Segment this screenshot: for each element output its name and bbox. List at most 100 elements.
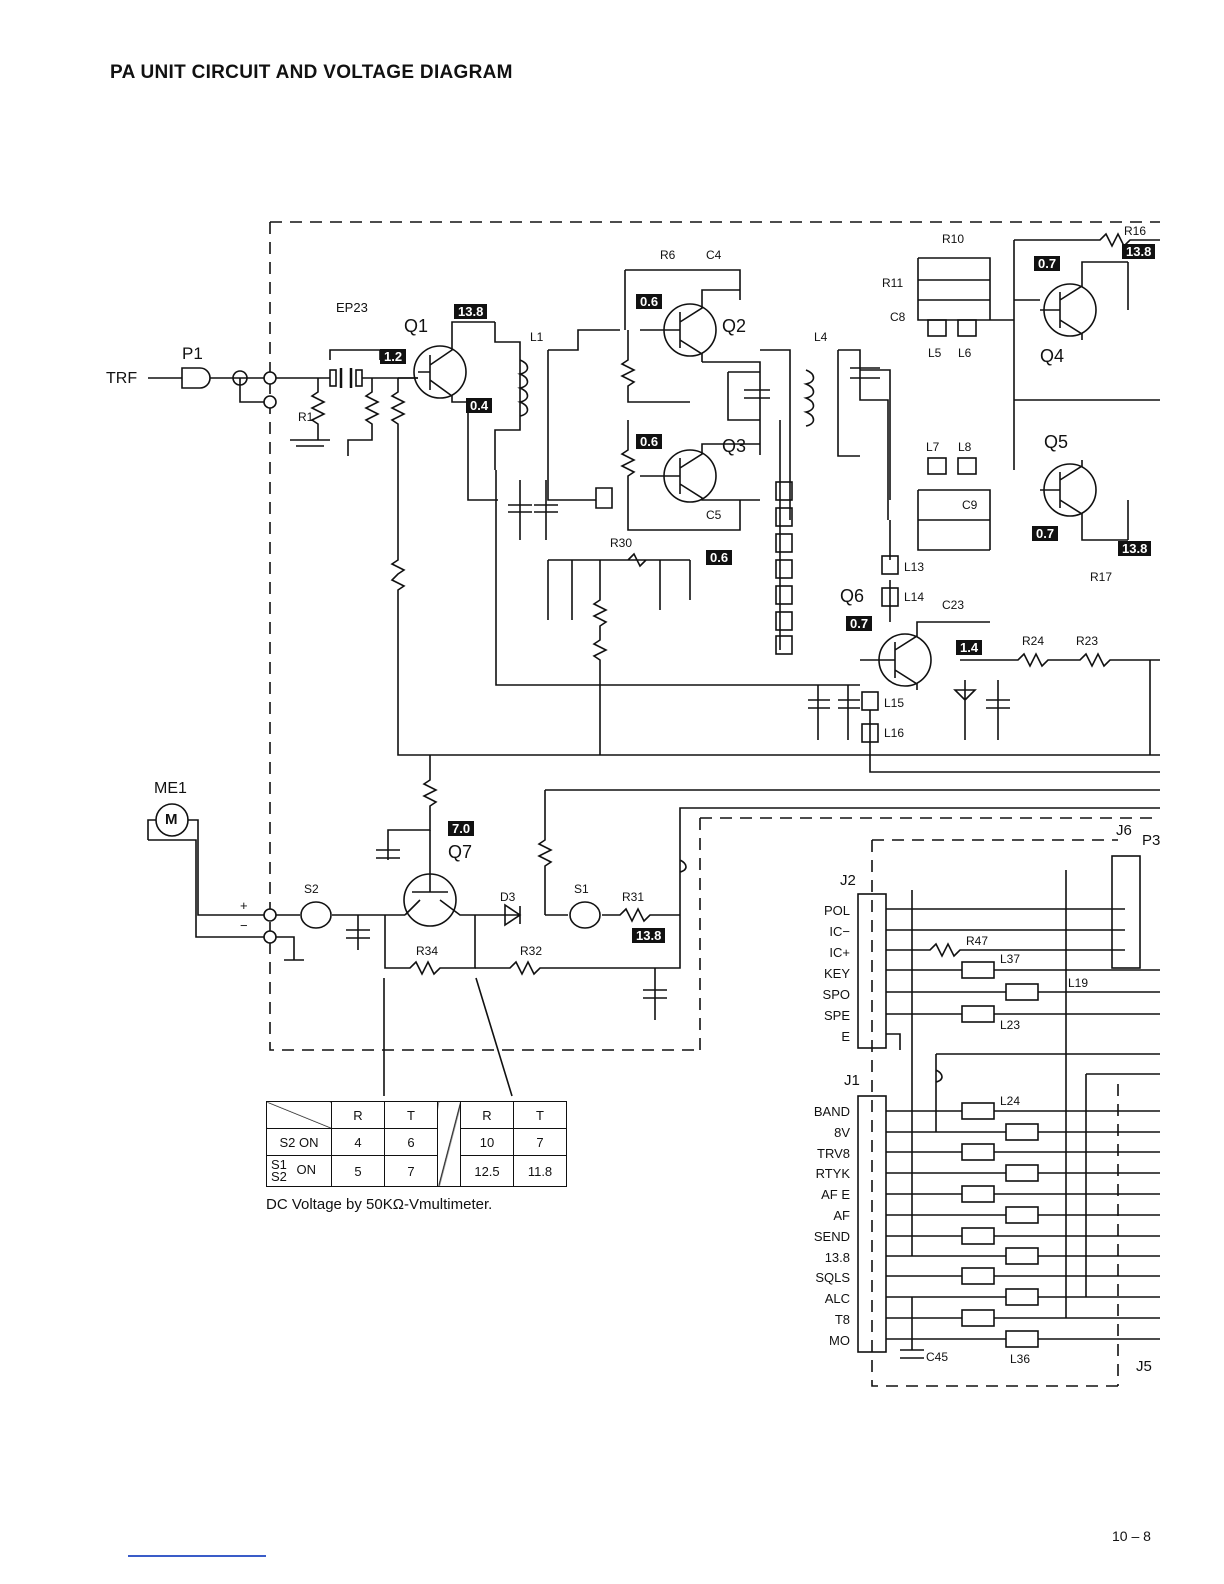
pa-unit-border xyxy=(269,221,1160,1051)
d3-label: D3 xyxy=(500,890,516,904)
c4-label: C4 xyxy=(706,248,722,262)
v-q6-col: 1.4 xyxy=(956,640,983,655)
j5-label: J6 xyxy=(1116,822,1132,839)
table-cell: 12.5 xyxy=(460,1155,514,1187)
v-q5-base: 0.7 xyxy=(1032,526,1059,541)
meter-symbol: M xyxy=(165,811,178,828)
r6-label: R6 xyxy=(660,248,676,262)
j2-pin: KEY xyxy=(823,966,850,981)
j2-pin: POL xyxy=(823,903,850,918)
table-corner xyxy=(266,1101,332,1129)
ep23-label: EP23 xyxy=(336,300,368,315)
r31-label: R31 xyxy=(622,890,645,904)
j1-pin: AF E xyxy=(821,1187,850,1203)
q2-label: Q2 xyxy=(722,316,747,336)
label-on: ON xyxy=(296,1162,317,1177)
me1-label: ME1 xyxy=(154,780,187,797)
r1-label: R1 xyxy=(298,410,314,424)
r24-label: R24 xyxy=(1022,634,1045,648)
j2-pin-lines xyxy=(886,908,1160,1050)
l7-label: L7 xyxy=(926,440,940,454)
v-q3-base: 0.6 xyxy=(636,434,663,449)
j1-pin: SQLS xyxy=(815,1270,850,1286)
v-r16: 13.8 xyxy=(1122,244,1156,259)
table-row: S2 ON 4 6 10 7 xyxy=(266,1128,567,1156)
voltage-note: DC Voltage by 50KΩ-Vmultimeter. xyxy=(266,1196,493,1213)
s2-label: S2 xyxy=(304,882,319,896)
q3-label: Q3 xyxy=(722,436,747,456)
page-title: PA UNIT CIRCUIT AND VOLTAGE DIAGRAM xyxy=(110,62,513,83)
table-header: T xyxy=(384,1101,438,1129)
r23-label: R23 xyxy=(1076,634,1099,648)
v-r31: 13.8 xyxy=(632,928,666,943)
q6-label: Q6 xyxy=(840,586,865,606)
l24-label: L23 xyxy=(1000,1018,1021,1032)
s1-label: S1 xyxy=(574,882,589,896)
c23-label: C23 xyxy=(942,598,965,612)
table-cell: 6 xyxy=(384,1128,438,1156)
j2-pin: IC+ xyxy=(829,945,850,960)
l36-label: L36 xyxy=(1010,1352,1031,1366)
v-q2-base: 0.6 xyxy=(636,294,663,309)
j1-pin: AF xyxy=(833,1207,850,1223)
r16-label: R16 xyxy=(1124,224,1147,238)
r10-label: R10 xyxy=(942,232,965,246)
q1-label: Q1 xyxy=(404,316,429,336)
voltage-table: R T R T S2 ON 4 6 10 7 S1 S2 ON 5 7 12.5… xyxy=(266,1101,567,1187)
j1-pin-labels: BAND 8V TRV8 RTYK AF E AF SEND 13.8 SQLS… xyxy=(798,1102,850,1352)
r32-label: R32 xyxy=(520,944,543,958)
r30-label: R30 xyxy=(610,536,633,550)
l16-label: L16 xyxy=(884,726,905,740)
j1-pin: MO xyxy=(829,1332,850,1348)
j1-pin: TRV8 xyxy=(817,1145,850,1161)
table-cell: 7 xyxy=(513,1128,567,1156)
l23-label: L19 xyxy=(1068,976,1089,990)
l15-label: L15 xyxy=(884,696,905,710)
l14-label: L14 xyxy=(904,590,925,604)
r17-label: R17 xyxy=(1090,570,1113,584)
c9-label: C9 xyxy=(962,498,978,512)
table-header: R xyxy=(331,1101,385,1129)
j1-pin: BAND xyxy=(813,1104,850,1119)
plus-terminal: + xyxy=(240,898,248,913)
minus-terminal: − xyxy=(240,918,248,933)
j2-pin-labels: POL IC− IC+ KEY SPO SPE E xyxy=(806,900,850,1047)
q5-label: Q5 xyxy=(1044,432,1069,452)
s1-switch xyxy=(569,901,601,929)
c8-label: C8 xyxy=(890,310,906,324)
label-s1: S1 xyxy=(271,1157,287,1172)
v-d1: 0.6 xyxy=(706,550,733,565)
v-q7: 7.0 xyxy=(448,821,475,836)
c45-label: C45 xyxy=(926,1350,949,1364)
table-row: R T R T xyxy=(266,1101,567,1187)
q7-label: Q7 xyxy=(448,842,473,862)
sub-unit-border xyxy=(699,817,1160,1050)
table-cell: S2 ON xyxy=(266,1128,332,1156)
j1-pin: 13.8 xyxy=(824,1249,850,1265)
j2-pin: IC− xyxy=(829,924,850,939)
v-q1-col: 13.8 xyxy=(454,304,488,319)
j6-label: J5 xyxy=(1136,1358,1152,1375)
s2-switch xyxy=(300,901,332,929)
table-cell: S1 S2 ON xyxy=(266,1155,332,1187)
table-cell: 5 xyxy=(331,1155,385,1187)
v-q1-emit: 0.4 xyxy=(466,398,493,413)
connector-unit-border xyxy=(871,839,1118,1387)
table-row: S1 S2 ON 5 7 12.5 11.8 xyxy=(266,1155,567,1187)
c5-label: C5 xyxy=(706,508,722,522)
p1-label: P1 xyxy=(182,344,203,363)
table-header: R xyxy=(460,1101,514,1129)
j2-pin: E xyxy=(841,1029,850,1044)
trf-label: TRF xyxy=(106,370,138,387)
page-number: 10 – 8 xyxy=(1112,1528,1151,1544)
table-cell: 10 xyxy=(460,1128,514,1156)
v-q6-base: 0.7 xyxy=(846,616,873,631)
j2-label: J2 xyxy=(840,872,856,889)
l4-label: L4 xyxy=(814,330,828,344)
l1-label: L1 xyxy=(530,330,544,344)
r47-label: R47 xyxy=(966,934,989,948)
r34-label: R34 xyxy=(416,944,439,958)
j2-block xyxy=(857,893,887,1049)
table-divider xyxy=(437,1101,461,1187)
